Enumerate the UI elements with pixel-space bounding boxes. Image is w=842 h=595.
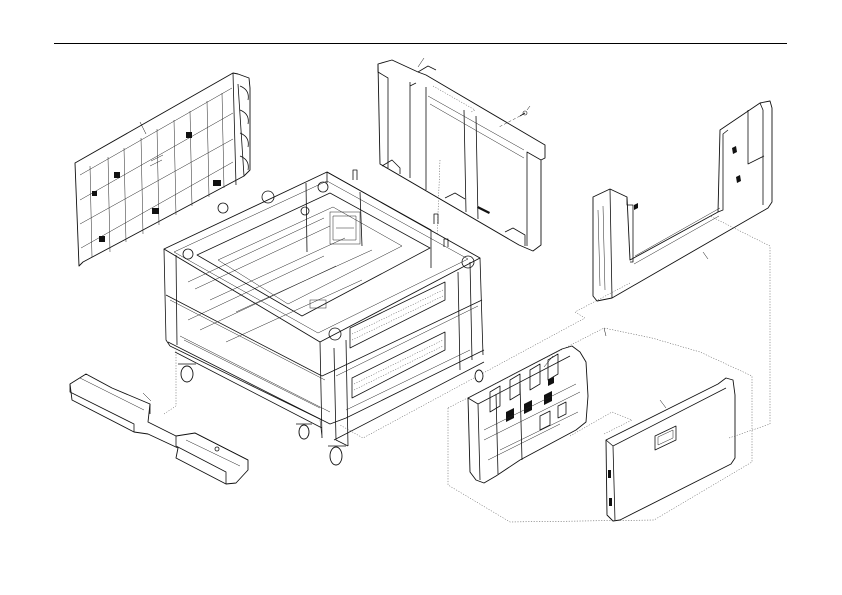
right-cover-guide [339, 282, 631, 439]
door-guide [709, 215, 771, 439]
assembly-outline [447, 327, 753, 523]
caster-wheels [178, 363, 484, 466]
front-door [605, 377, 736, 522]
left-side-panel [74, 72, 251, 267]
rear-cover-guide [432, 85, 476, 241]
rear-cover [377, 57, 546, 252]
base-frame [163, 169, 485, 466]
bottom-cover [69, 373, 249, 485]
feed-unit [467, 345, 589, 484]
bottom-cover-guide [163, 350, 177, 415]
screw-icon [498, 105, 531, 128]
right-frame-cover [592, 100, 773, 302]
